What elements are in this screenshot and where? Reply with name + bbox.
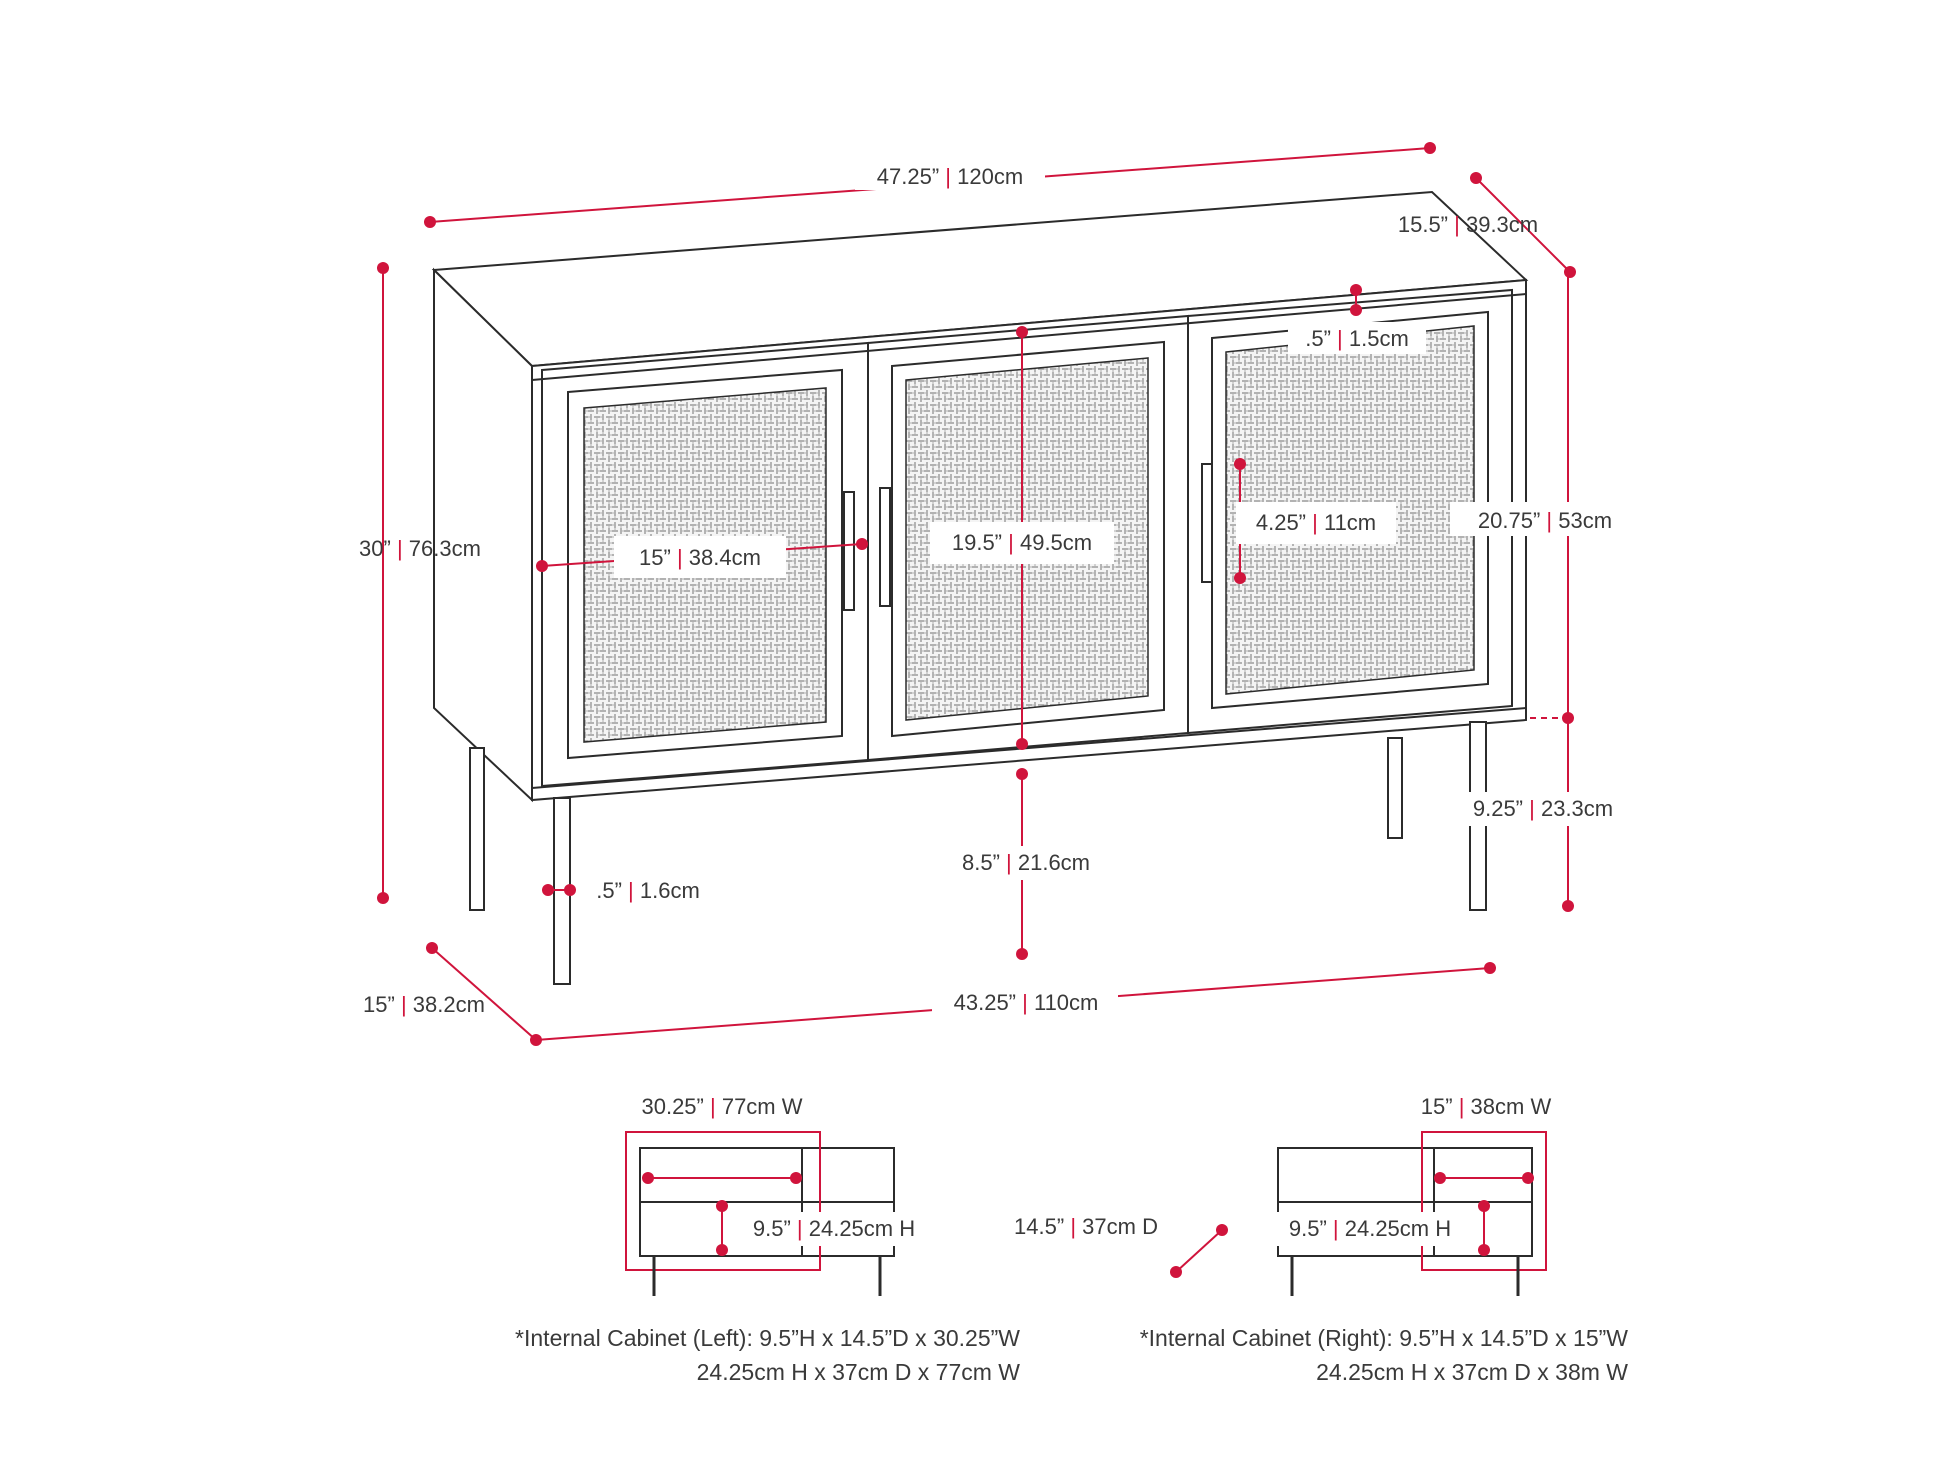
sideboard-drawing <box>431 190 1529 985</box>
svg-text:4.25” | 11cm: 4.25” | 11cm <box>1256 510 1376 535</box>
leg-back-left <box>469 747 485 911</box>
notes: *Internal Cabinet (Left): 9.5”H x 14.5”D… <box>515 1325 1628 1385</box>
note-right-line2: 24.25cm H x 37cm D x 38m W <box>1316 1359 1628 1385</box>
svg-text:19.5” | 49.5cm: 19.5” | 49.5cm <box>952 530 1092 555</box>
label-leg-depth: 15” | 38.2cm <box>363 992 485 1017</box>
label-top-thickness: .5” | 1.5cm <box>1288 322 1426 354</box>
label-cabinet-height: 20.75” | 53cm <box>1450 502 1640 536</box>
svg-text:14.5” | 37cm D: 14.5” | 37cm D <box>1014 1214 1158 1239</box>
svg-text:.5” | 1.5cm: .5” | 1.5cm <box>1305 326 1409 351</box>
handle-middle-icon <box>879 487 891 607</box>
label-overall-depth: 15.5” | 39.3cm <box>1398 212 1538 237</box>
label-handle-length: 4.25” | 11cm <box>1236 502 1396 544</box>
label-door-height: 19.5” | 49.5cm <box>930 522 1114 564</box>
svg-text:9.5” | 24.25cm H: 9.5” | 24.25cm H <box>753 1216 915 1241</box>
note-right-line1: *Internal Cabinet (Right): 9.5”H x 14.5”… <box>1140 1325 1629 1351</box>
label-overall-width: 47.25” | 120cm <box>855 160 1045 190</box>
label-door-width: 15” | 38.4cm <box>614 536 786 578</box>
dimension-labels: 47.25” | 120cm 15.5” | 39.3cm 30” | 76.3… <box>359 160 1640 1020</box>
label-leg-span: 43.25” | 110cm <box>932 986 1118 1020</box>
svg-text:30.25” | 77cm W: 30.25” | 77cm W <box>641 1094 802 1119</box>
svg-text:15” | 38.2cm: 15” | 38.2cm <box>363 992 485 1017</box>
label-left-int-width: 30.25” | 77cm W <box>641 1094 802 1119</box>
svg-text:.5” | 1.6cm: .5” | 1.6cm <box>596 878 700 903</box>
svg-text:20.75” | 53cm: 20.75” | 53cm <box>1478 508 1612 533</box>
internal-depth: 14.5” | 37cm D <box>1014 1214 1228 1278</box>
label-floor-clearance: 8.5” | 21.6cm <box>940 846 1110 880</box>
handle-right-icon <box>1201 463 1213 583</box>
label-leg-thickness: .5” | 1.6cm <box>596 878 700 903</box>
svg-text:9.5” | 24.25cm H: 9.5” | 24.25cm H <box>1289 1216 1451 1241</box>
svg-text:8.5” | 21.6cm: 8.5” | 21.6cm <box>962 850 1090 875</box>
handle-left-icon <box>843 491 855 611</box>
internal-cabinet-left: 30.25” | 77cm W 9.5” | 24.25cm H <box>625 1094 932 1296</box>
label-leg-height: 9.25” | 23.3cm <box>1448 792 1638 826</box>
leg-back-right <box>1387 737 1403 839</box>
svg-text:43.25” | 110cm: 43.25” | 110cm <box>954 990 1099 1015</box>
note-left-line1: *Internal Cabinet (Left): 9.5”H x 14.5”D… <box>515 1325 1020 1351</box>
label-overall-height: 30” | 76.3cm <box>359 536 481 561</box>
svg-text:15.5” | 39.3cm: 15.5” | 39.3cm <box>1398 212 1538 237</box>
svg-text:15” | 38cm W: 15” | 38cm W <box>1421 1094 1552 1119</box>
internal-cabinet-right: 15” | 38cm W 9.5” | 24.25cm H <box>1262 1094 1551 1296</box>
note-left-line2: 24.25cm H x 37cm D x 77cm W <box>697 1359 1021 1385</box>
label-left-int-height: 9.5” | 24.25cm H <box>736 1212 932 1246</box>
svg-text:9.25” | 23.3cm: 9.25” | 23.3cm <box>1473 796 1613 821</box>
label-right-int-width: 15” | 38cm W <box>1421 1094 1552 1119</box>
svg-text:15” | 38.4cm: 15” | 38.4cm <box>639 545 761 570</box>
svg-text:30” | 76.3cm: 30” | 76.3cm <box>359 536 481 561</box>
svg-text:47.25” | 120cm: 47.25” | 120cm <box>877 164 1023 189</box>
label-right-int-height: 9.5” | 24.25cm H <box>1262 1212 1458 1246</box>
